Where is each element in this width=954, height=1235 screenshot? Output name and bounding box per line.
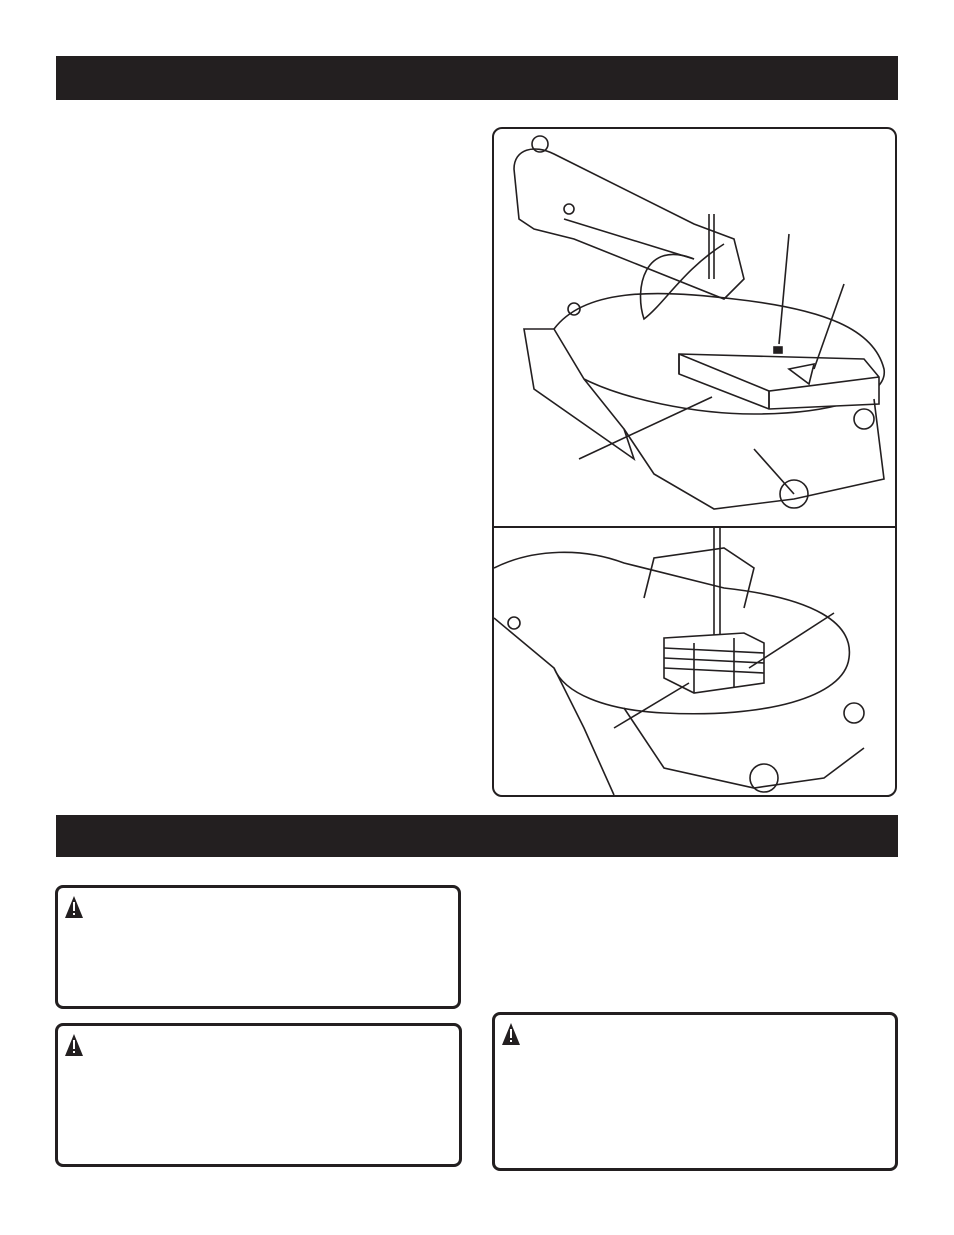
warning-box-1	[55, 885, 461, 1009]
scroll-saw-figure	[492, 127, 897, 797]
scroll-saw-with-wood-block-illustration	[513, 135, 885, 510]
warning-triangle-icon	[65, 1034, 83, 1056]
scroll-saw-cutting-stacked-wood-illustration	[494, 528, 865, 795]
warning-triangle-icon	[502, 1023, 520, 1045]
figure-divider	[494, 526, 895, 528]
section-header-bar-top	[56, 56, 898, 100]
warning-box-2	[55, 1023, 462, 1167]
warning-box-3	[492, 1012, 898, 1171]
warning-triangle-icon	[65, 896, 83, 918]
section-header-bar-bottom	[56, 815, 898, 857]
